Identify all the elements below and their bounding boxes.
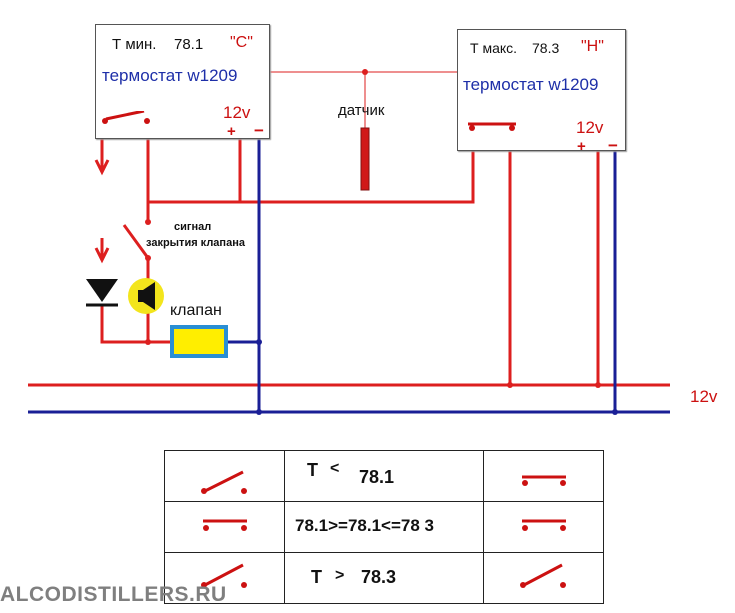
contact-closed-icon	[522, 519, 566, 531]
setpoint-value: 78.1	[174, 36, 204, 53]
mode-label: "Н"	[581, 38, 604, 55]
condition-operator: <	[330, 460, 340, 477]
positive-wiring	[28, 138, 670, 387]
relay-contact-open-icon	[102, 111, 150, 124]
junction-dot	[256, 409, 262, 415]
thermostat-name: термостат w1209	[102, 66, 238, 85]
condition-range: 78.1>=78.1<=78 3	[295, 516, 434, 535]
contact-open-icon	[201, 563, 247, 588]
minus-terminal: −	[254, 121, 264, 140]
voltage-label: 12v	[223, 103, 251, 122]
condition-cell: T < 78.1	[284, 450, 484, 502]
right-contact-cell	[483, 552, 604, 604]
signal-label: закрытия клапана	[146, 237, 245, 249]
sensor-probe	[360, 127, 370, 191]
plus-terminal: +	[577, 138, 586, 155]
thermostat-name: термостат w1209	[463, 75, 599, 94]
junction-dot	[612, 409, 618, 415]
valve-solenoid	[170, 325, 228, 358]
left-contact-cell	[164, 450, 285, 502]
setpoint-value: 78.3	[532, 40, 560, 56]
table-row: 78.1>=78.1<=78 3	[164, 501, 604, 553]
condition-value: 78.1	[359, 467, 395, 487]
condition-prefix: T	[307, 460, 318, 480]
signal-switch-blade	[122, 224, 150, 259]
sensor-junction	[362, 69, 368, 75]
down-arrow-icon	[94, 138, 110, 176]
negative-wiring	[28, 138, 670, 414]
valve-label: клапан	[170, 302, 222, 319]
junction-dot	[507, 382, 513, 388]
contact-closed-icon	[203, 519, 247, 531]
switch-logic-table: T < 78.1 78.1>=78.1<=78 3	[164, 450, 604, 604]
condition-cell: 78.1>=78.1<=78 3	[284, 501, 484, 553]
right-contact-cell	[483, 450, 604, 502]
signal-label: сигнал	[174, 221, 212, 233]
voltage-label: 12v	[576, 118, 604, 137]
sensor-label: датчик	[338, 102, 385, 119]
left-contact-cell	[164, 501, 285, 553]
table-row: T > 78.3	[164, 552, 604, 604]
left-contact-cell	[164, 552, 285, 604]
condition-prefix: T	[311, 567, 322, 587]
junction-dot	[595, 382, 601, 388]
minus-terminal: −	[608, 136, 618, 155]
contact-open-icon	[520, 563, 566, 588]
condition-cell: T > 78.3	[284, 552, 484, 604]
plus-terminal: +	[227, 123, 236, 140]
mode-label: "С"	[230, 34, 253, 51]
setpoint-label: Т мин.	[112, 36, 157, 53]
table-row: T < 78.1	[164, 450, 604, 502]
right-contact-cell	[483, 501, 604, 553]
bus-voltage-label: 12v	[690, 387, 718, 406]
setpoint-label: Т макс.	[470, 40, 518, 56]
signal-switch-node	[145, 219, 151, 225]
down-arrow-icon	[94, 238, 110, 264]
contact-open-icon	[201, 470, 247, 494]
buzzer-icon	[128, 278, 164, 314]
led-indicator-icon	[86, 279, 118, 307]
condition-value: 78.3	[361, 567, 397, 587]
condition-operator: >	[335, 567, 345, 584]
watermark: ALCODISTILLERS.RU	[0, 583, 227, 606]
thermostat-left: Т мин. 78.1 "С" термостат w1209 12v + −	[95, 24, 270, 139]
junction-dot	[145, 339, 151, 345]
thermostat-right: Т макс. 78.3 "Н" термостат w1209 12v + −	[457, 29, 626, 155]
relay-contact-closed-icon	[468, 122, 516, 131]
contact-closed-icon	[522, 475, 566, 486]
signal-switch-node	[145, 255, 151, 261]
